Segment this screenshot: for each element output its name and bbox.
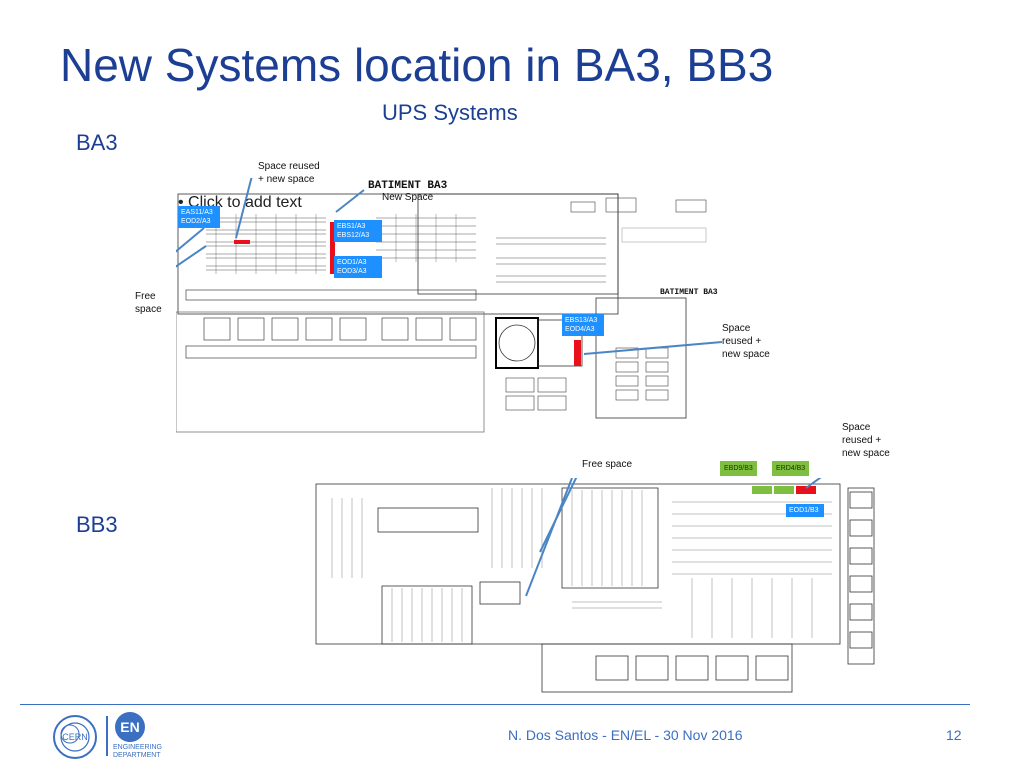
cern-logo-icon: CERN — [53, 715, 97, 759]
annot-space-reused-right-line1: Space — [722, 323, 751, 334]
bb3-box-ebd9: EBD9/B3 — [720, 461, 757, 476]
ba3-box-eod1-line2: EOD3/A3 — [337, 268, 367, 275]
cern-logo: CERN — [50, 712, 100, 762]
annot-free-space-ba3-line1: Free — [135, 291, 156, 302]
en-dept-label: ENGINEERING DEPARTMENT — [113, 744, 162, 760]
ba3-box-ebs1-line1: EBS1/A3 — [337, 223, 366, 230]
ba3-box-ebs13-line2: EOD4/A3 — [565, 326, 595, 333]
footer-author-date: N. Dos Santos - EN/EL - 30 Nov 2016 — [508, 727, 743, 743]
annot-free-space-ba3-line2: space — [135, 304, 162, 315]
section-label-bb3: BB3 — [76, 512, 118, 537]
cern-logo-text: CERN — [62, 732, 88, 742]
bb3-box-eod1: EOD1/B3 — [786, 504, 824, 517]
ba3-box-ebs1: EBS1/A3 EBS12/A3 — [334, 220, 382, 242]
ba3-box-eod1: EOD1/A3 EOD3/A3 — [334, 256, 382, 278]
annot-space-reused-bb3: Space reused + new space — [842, 421, 890, 460]
bb3-floor-plan: EOD1/B3 — [312, 478, 878, 696]
en-logo: EN — [115, 712, 145, 742]
ba3-floor-plan: BATIMENT BA3 BATIMENT BA3 • Click to add… — [176, 178, 758, 434]
en-dept-label-line1: ENGINEERING — [113, 744, 163, 751]
section-label-ba3: BA3 — [76, 130, 118, 155]
annot-new-space: New Space — [382, 192, 434, 203]
ba3-box-ebs1-line2: EBS12/A3 — [337, 232, 370, 239]
ba3-plan-title-small: BATIMENT BA3 — [660, 288, 718, 297]
footer-divider — [20, 704, 970, 705]
page-number: 12 — [946, 727, 962, 743]
ba3-plan-title: BATIMENT BA3 — [368, 180, 448, 192]
ba3-box-eas11-line1: EAS11/A3 — [181, 209, 213, 216]
annot-space-reused-top-line2: + new space — [258, 174, 315, 185]
slide-subtitle: UPS Systems — [382, 100, 518, 125]
ba3-box-eas11: EAS11/A3 EOD2/A3 — [178, 206, 220, 228]
annot-space-reused-bb3-line3: new space — [842, 448, 890, 459]
ba3-box-ebs13-line1: EBS13/A3 — [565, 317, 598, 324]
annot-space-reused-top-line1: Space reused — [258, 161, 320, 172]
annot-free-space-ba3: Free space — [135, 290, 162, 316]
slide-title: New Systems location in BA3, BB3 — [60, 39, 774, 91]
bb3-plan-drawing — [315, 478, 875, 693]
ba3-box-eas11-line2: EOD2/A3 — [181, 218, 211, 225]
en-dept-label-line2: DEPARTMENT — [113, 752, 161, 759]
ba3-plan-drawing — [176, 178, 723, 433]
annot-space-reused-right: Space reused + new space — [722, 322, 770, 361]
annot-space-reused-top: Space reused + new space — [258, 160, 320, 186]
bb3-box-erd4: ERD4/B3 — [772, 461, 810, 476]
annot-space-reused-bb3-line1: Space — [842, 422, 871, 433]
ba3-box-ebs13: EBS13/A3 EOD4/A3 — [562, 314, 604, 336]
logo-separator — [106, 716, 108, 756]
annot-free-space-bb3: Free space — [582, 459, 633, 470]
ba3-box-eod1-line1: EOD1/A3 — [337, 259, 367, 266]
annot-space-reused-bb3-line2: reused + — [842, 435, 882, 446]
annot-space-reused-right-line2: reused + — [722, 336, 762, 347]
annot-space-reused-right-line3: new space — [722, 349, 770, 360]
